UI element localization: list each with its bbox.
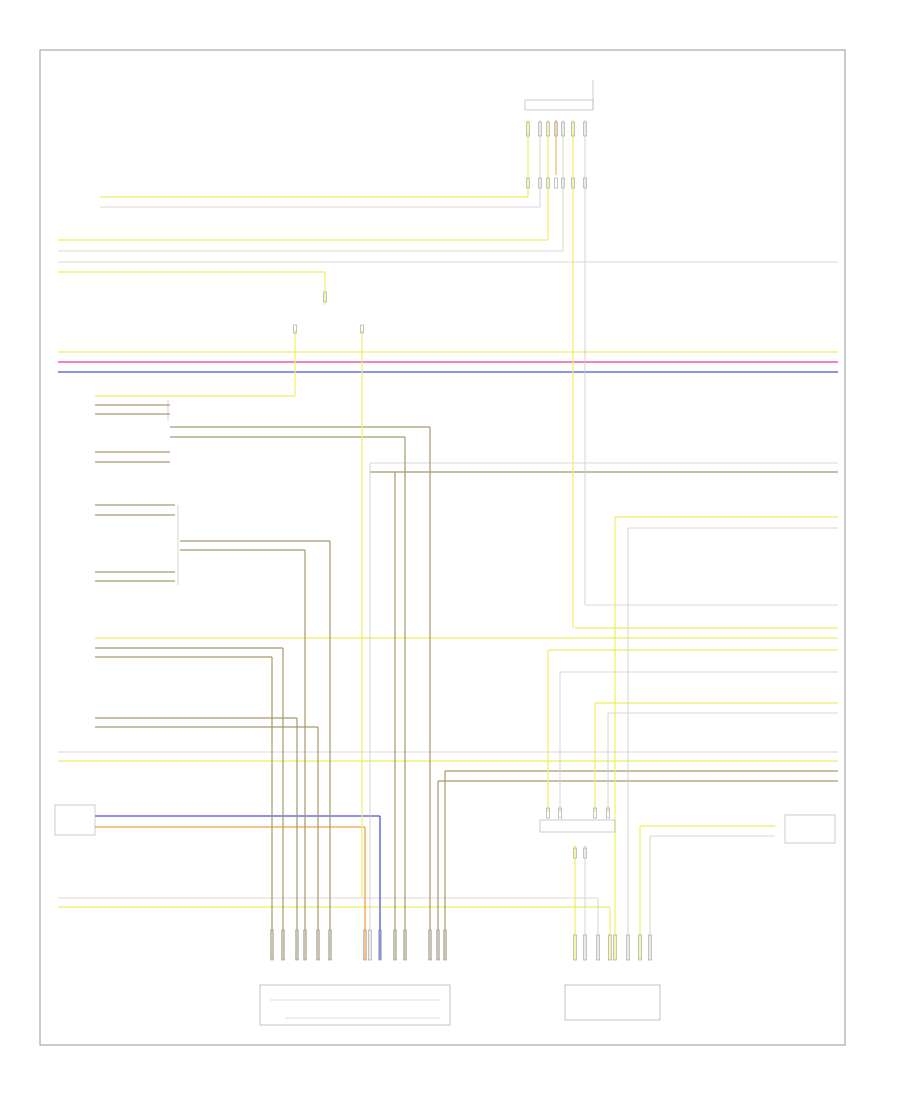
connector-pin xyxy=(323,291,327,303)
connector-pins xyxy=(270,121,652,961)
sensor-module-right xyxy=(784,814,836,844)
connector-pin xyxy=(360,324,364,334)
connector-pin xyxy=(393,929,397,961)
connector-pin xyxy=(546,807,550,819)
components xyxy=(54,400,836,1026)
connector-pin xyxy=(428,929,432,961)
connector-pin xyxy=(328,929,332,961)
connector-pin xyxy=(554,121,558,137)
top-connector xyxy=(524,80,594,111)
horizontal-wires xyxy=(58,196,838,908)
connector-pin xyxy=(293,324,297,334)
connector-pin xyxy=(606,807,610,819)
connector-pin xyxy=(436,929,440,961)
connector-pin xyxy=(378,929,382,961)
vertical-wires xyxy=(271,120,651,960)
connector-pin xyxy=(443,929,447,961)
connector-pin xyxy=(638,934,642,961)
connector-pin xyxy=(546,177,550,189)
connector-pin xyxy=(546,121,550,137)
connector-pin xyxy=(363,929,367,961)
connector-pin xyxy=(561,121,565,137)
connector-pin xyxy=(573,847,577,859)
connector-pin xyxy=(538,121,542,137)
connector-pin xyxy=(596,934,600,961)
lower-connector-left xyxy=(259,984,451,1026)
connector-pin xyxy=(626,934,630,961)
connector-pin xyxy=(613,934,617,961)
junction-block xyxy=(539,819,616,833)
connector-pin xyxy=(368,929,372,961)
connector-pin xyxy=(554,177,558,189)
connector-pin xyxy=(583,177,587,189)
connector-pin xyxy=(303,929,307,961)
lower-connector-right xyxy=(564,984,661,1021)
connector-pin xyxy=(281,929,285,961)
connector-pin xyxy=(538,177,542,189)
connector-pin xyxy=(526,121,530,137)
connector-pin xyxy=(583,847,587,859)
connector-pin xyxy=(583,934,587,961)
connector-pin xyxy=(608,934,612,961)
connector-pin xyxy=(270,929,274,961)
connector-pin xyxy=(558,807,562,819)
diagram-frame xyxy=(39,49,846,1046)
connector-pin xyxy=(316,929,320,961)
connector-pin xyxy=(295,929,299,961)
connector-pin xyxy=(573,934,577,961)
sensor-module-left xyxy=(54,804,96,836)
connector-pin xyxy=(593,807,597,819)
connector-pin xyxy=(561,177,565,189)
connector-pin xyxy=(526,177,530,189)
connector-pin xyxy=(648,934,652,961)
connector-pin xyxy=(403,929,407,961)
connector-pin xyxy=(583,121,587,137)
connector-pin xyxy=(571,121,575,137)
connector-pin xyxy=(571,177,575,189)
